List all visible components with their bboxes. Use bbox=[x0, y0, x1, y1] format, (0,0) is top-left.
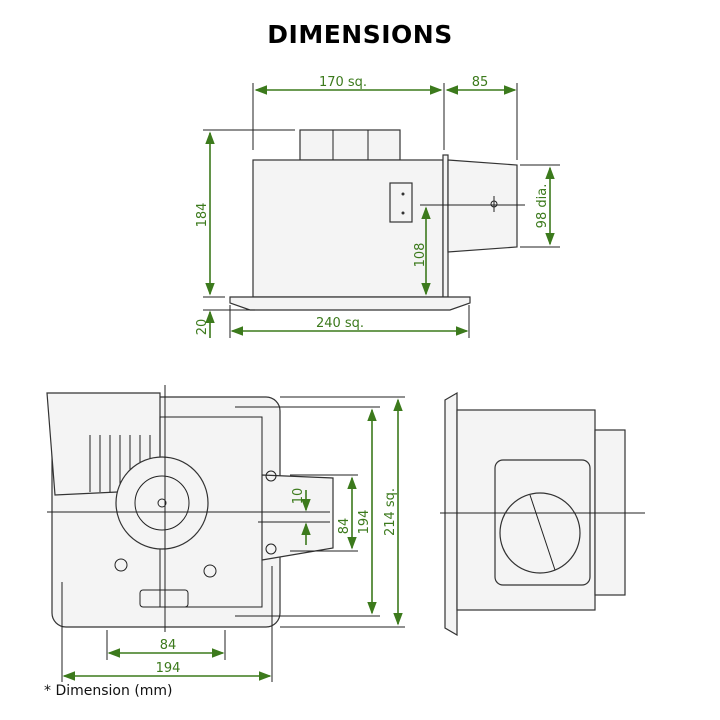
dim-108: 108 bbox=[413, 243, 428, 268]
side-view: 170 sq. 85 184 20 240 sq. 108 98 dia. bbox=[195, 75, 560, 338]
motor-housing-top bbox=[299, 129, 401, 161]
duct-outlet bbox=[261, 474, 334, 561]
terminal-plate bbox=[389, 182, 413, 223]
dim-10: 10 bbox=[291, 488, 306, 505]
dim-184: 184 bbox=[195, 203, 210, 228]
duct-opening bbox=[499, 492, 581, 574]
dim-20: 20 bbox=[195, 319, 210, 336]
page-title: DIMENSIONS bbox=[267, 20, 453, 49]
dim-84-vertical: 84 bbox=[337, 518, 352, 535]
dim-84-horizontal: 84 bbox=[160, 638, 177, 653]
dim-170-sq: 170 sq. bbox=[319, 75, 367, 90]
dim-85: 85 bbox=[472, 75, 489, 90]
grille-edge bbox=[444, 391, 458, 637]
fan-housing bbox=[252, 159, 444, 298]
fan-wheel bbox=[115, 456, 209, 550]
dimension-note: * Dimension (mm) bbox=[44, 683, 173, 699]
dim-98-dia: 98 dia. bbox=[535, 184, 550, 229]
dim-194-horizontal: 194 bbox=[156, 661, 181, 676]
dim-194-vertical: 194 bbox=[357, 510, 372, 535]
bottom-view: 10 84 194 214 sq. 84 194 bbox=[46, 385, 405, 682]
dim-240-sq: 240 sq. bbox=[316, 316, 364, 331]
grille bbox=[229, 296, 471, 311]
dim-214-sq: 214 sq. bbox=[383, 488, 398, 536]
end-view bbox=[440, 391, 645, 637]
duct-spigot bbox=[447, 159, 518, 253]
